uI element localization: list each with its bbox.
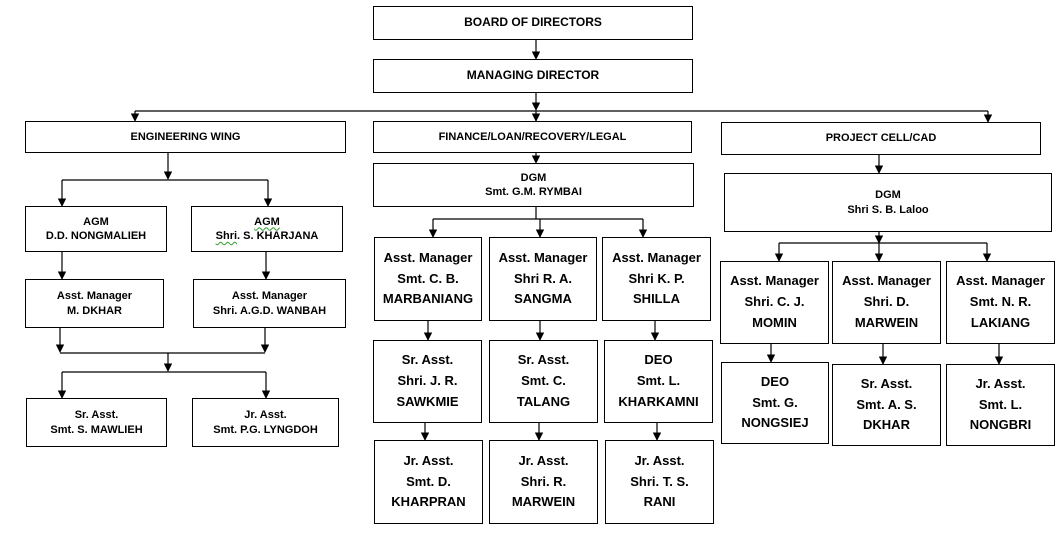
name-label: Shri K. P.: [628, 270, 685, 286]
fin-jr1-box: Jr. Asst. Smt. D. KHARPRAN: [374, 440, 483, 524]
fin-am2-box: Asst. Manager Shri R. A. SANGMA: [489, 237, 597, 321]
surname-label: NONGBRI: [969, 417, 1032, 433]
role-label: Asst. Manager: [498, 249, 588, 265]
name-label: Smt. P.G. LYNGDOH: [213, 423, 318, 436]
role-label: Sr. Asst.: [517, 352, 570, 368]
name-label: Smt. C.: [521, 373, 566, 389]
surname-label: SAWKMIE: [396, 393, 459, 409]
fin-am1-box: Asst. Manager Smt. C. B. MARBANIANG: [374, 237, 482, 321]
project-cell-box: PROJECT CELL/CAD: [721, 122, 1041, 155]
role-label: Jr. Asst.: [634, 452, 685, 468]
role-label: Asst. Manager: [231, 290, 308, 303]
proj-sr-asst-box: Sr. Asst. Smt. A. S. DKHAR: [832, 364, 941, 446]
name-label: M. DKHAR: [67, 304, 122, 317]
finance-wing-box: FINANCE/LOAN/RECOVERY/LEGAL: [373, 121, 692, 153]
surname-label: MARWEIN: [854, 314, 919, 330]
name-label: Smt. L.: [636, 373, 681, 389]
engineering-wing-box: ENGINEERING WING: [25, 121, 346, 153]
name-label: Shri S. B. Laloo: [847, 203, 929, 216]
fin-sr1-box: Sr. Asst. Shri. J. R. SAWKMIE: [373, 340, 482, 423]
surname-label: SHILLA: [633, 291, 680, 307]
eng-agm2-box: AGM Shri. S. KHARJANA: [191, 206, 343, 252]
surname-label: MARWEIN: [511, 494, 576, 510]
eng-am1-box: Asst. Manager M. DKHAR: [25, 279, 164, 328]
role-label: Sr. Asst.: [860, 375, 913, 391]
surname-label: RANI: [643, 494, 676, 510]
fin-sr2-box: Sr. Asst. Smt. C. TALANG: [489, 340, 598, 423]
proj-am1-box: Asst. Manager Shri. C. J. MOMIN: [720, 261, 829, 344]
proj-am3-box: Asst. Manager Smt. N. R. LAKIANG: [946, 261, 1055, 344]
surname-label: MARBANIANG: [382, 291, 474, 307]
surname-label: SANGMA: [514, 291, 572, 307]
name-label: Smt. D.: [406, 473, 451, 489]
name-label: Shri. S. KHARJANA: [216, 229, 319, 243]
proj-title: PROJECT CELL/CAD: [825, 132, 937, 145]
name-label: Smt. G.: [752, 394, 798, 410]
name-label: Shri. A.G.D. WANBAH: [212, 304, 327, 317]
name-label: Smt. S. MAWLIEH: [50, 423, 143, 436]
name-prefix: Shri: [215, 230, 238, 242]
surname-label: MOMIN: [752, 314, 797, 330]
eng-jr-asst-box: Jr. Asst. Smt. P.G. LYNGDOH: [192, 398, 339, 447]
surname-label: KHARKAMNI: [618, 393, 699, 409]
role-label: DGM: [520, 171, 547, 184]
proj-am2-box: Asst. Manager Shri. D. MARWEIN: [832, 261, 941, 344]
proj-dgm-box: DGM Shri S. B. Laloo: [724, 173, 1052, 232]
role-label: Sr. Asst.: [74, 409, 119, 422]
role-label: AGM: [83, 215, 109, 228]
name-label: Shri R. A.: [513, 270, 573, 286]
role-label: Asst. Manager: [383, 249, 473, 265]
role-label: Jr. Asst.: [518, 452, 569, 468]
eng-title: ENGINEERING WING: [130, 130, 241, 143]
fin-am3-box: Asst. Manager Shri K. P. SHILLA: [602, 237, 711, 321]
board-label: BOARD OF DIRECTORS: [464, 15, 602, 30]
eng-sr-asst-box: Sr. Asst. Smt. S. MAWLIEH: [26, 398, 167, 447]
surname-label: TALANG: [516, 393, 571, 409]
role-label: DGM: [875, 189, 901, 202]
role-label: Jr. Asst.: [975, 375, 1026, 391]
name-label: Shri. R.: [520, 473, 567, 489]
surname-label: LAKIANG: [970, 314, 1031, 330]
proj-jr-asst-box: Jr. Asst. Smt. L. NONGBRI: [946, 364, 1055, 446]
role-label: Asst. Manager: [612, 249, 701, 265]
managing-director-box: MANAGING DIRECTOR: [373, 59, 693, 93]
role-label: Asst. Manager: [56, 290, 133, 303]
role-label: Jr. Asst.: [244, 409, 287, 422]
fin-dgm-box: DGM Smt. G.M. RYMBAI: [373, 163, 694, 207]
fin-title: FINANCE/LOAN/RECOVERY/LEGAL: [438, 130, 627, 143]
surname-label: DKHAR: [863, 417, 910, 433]
name-label: Smt. L.: [978, 396, 1023, 412]
surname-label: NONGSIEJ: [741, 415, 809, 431]
role-label: DEO: [760, 373, 790, 389]
name-label: Smt. C. B.: [397, 270, 459, 286]
name-label: D.D. NONGMALIEH: [45, 230, 147, 242]
name-label: Shri. T. S.: [630, 473, 689, 489]
proj-deo-box: DEO Smt. G. NONGSIEJ: [721, 362, 829, 444]
md-label: MANAGING DIRECTOR: [466, 68, 600, 83]
fin-jr3-box: Jr. Asst. Shri. T. S. RANI: [605, 440, 714, 524]
eng-am2-box: Asst. Manager Shri. A.G.D. WANBAH: [193, 279, 346, 328]
fin-deo-box: DEO Smt. L. KHARKAMNI: [604, 340, 713, 423]
role-label: DEO: [644, 352, 673, 368]
role-label: Asst. Manager: [842, 273, 931, 289]
surname-label: KHARPRAN: [391, 494, 466, 510]
eng-agm1-box: AGM D.D. NONGMALIEH: [25, 206, 167, 252]
role-label: Asst. Manager: [730, 273, 819, 289]
role-label: Asst. Manager: [956, 273, 1045, 289]
board-of-directors-box: BOARD OF DIRECTORS: [373, 6, 693, 40]
role-label: Jr. Asst.: [403, 452, 454, 468]
name-label: Smt. N. R.: [969, 294, 1032, 310]
role-label: Sr. Asst.: [401, 352, 454, 368]
name-label: Shri. C. J.: [744, 294, 805, 310]
name-label: Shri. D.: [863, 294, 910, 310]
name-label: Smt. G.M. RYMBAI: [485, 186, 582, 198]
role-label: AGM: [254, 215, 280, 228]
name-label: Smt. A. S.: [856, 396, 917, 412]
fin-jr2-box: Jr. Asst. Shri. R. MARWEIN: [489, 440, 598, 524]
name-label: Shri. J. R.: [397, 373, 458, 389]
name-rest: . S. KHARJANA: [237, 230, 319, 242]
